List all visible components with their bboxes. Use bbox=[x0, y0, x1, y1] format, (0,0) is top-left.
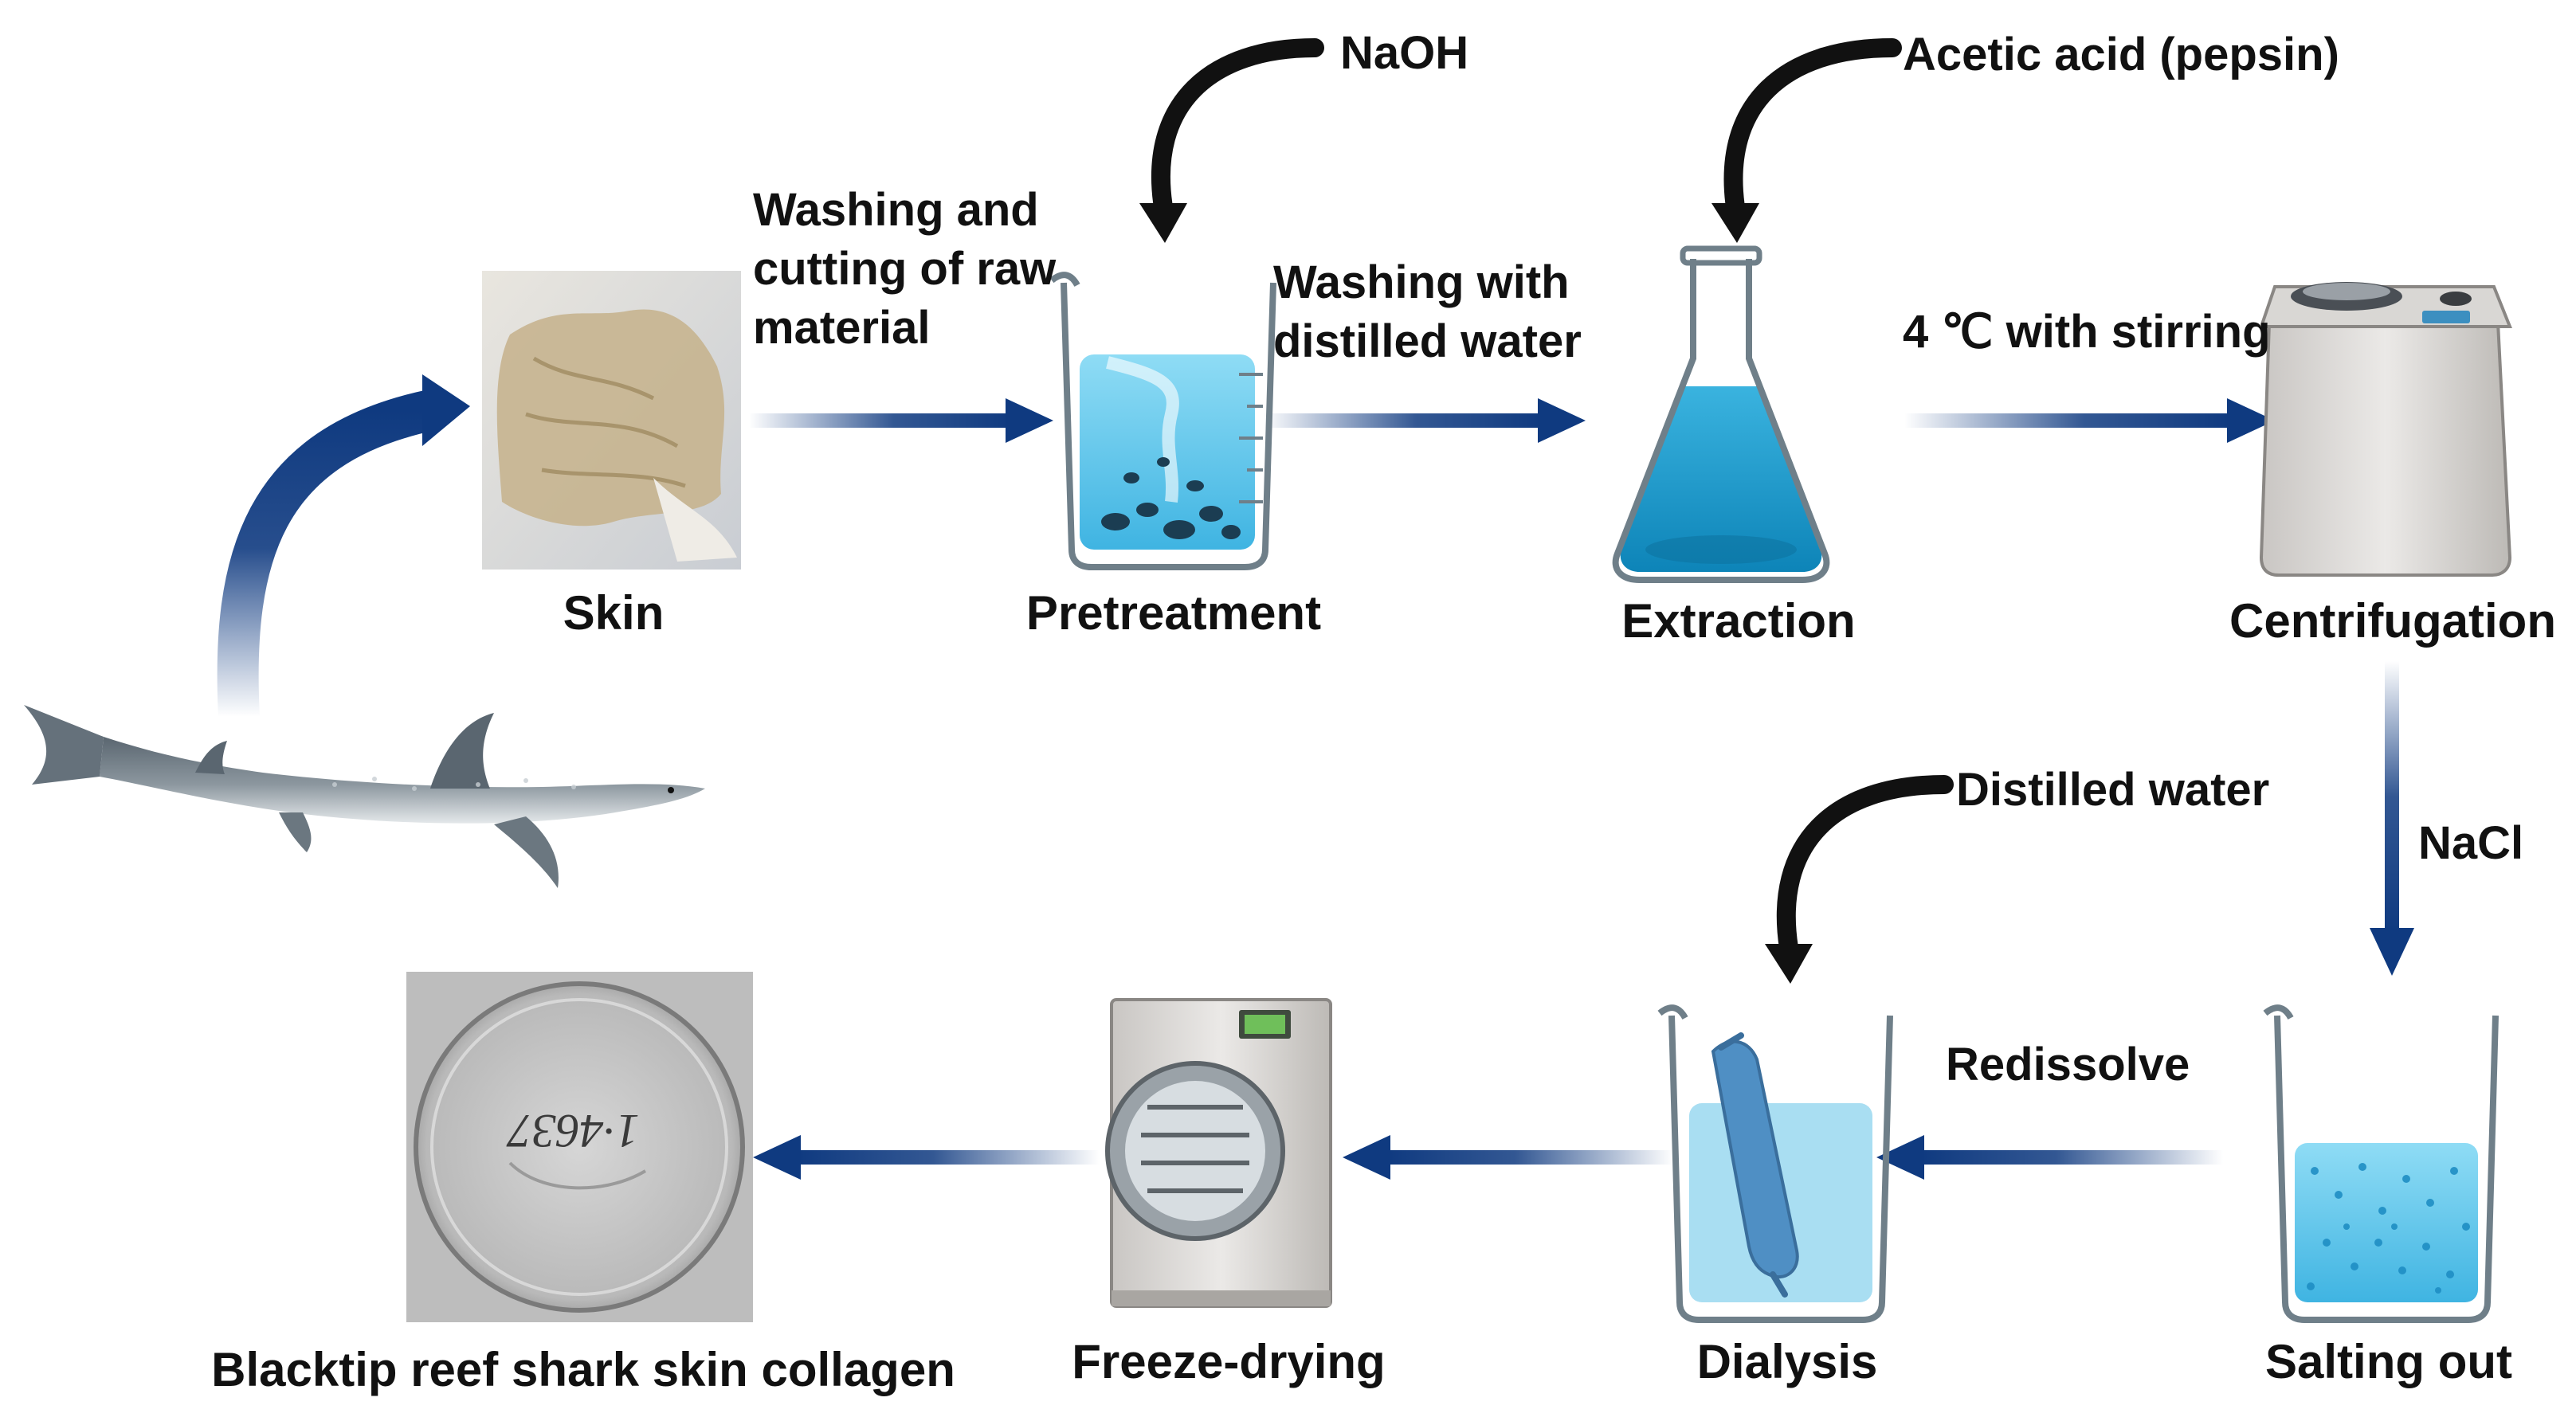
extraction-flask bbox=[1612, 245, 1830, 583]
label-redissolve: Redissolve bbox=[1946, 1039, 2190, 1090]
stage-pretreatment: Pretreatment bbox=[1025, 586, 1322, 640]
stage-salting-out: Salting out bbox=[2265, 1335, 2512, 1388]
pretreatment-beaker bbox=[1049, 272, 1276, 570]
arrow-pretreatment-to-extraction bbox=[1263, 398, 1586, 443]
arrow-salting-to-dialysis bbox=[1876, 1135, 2223, 1180]
dialysis-beaker bbox=[1657, 1004, 1893, 1323]
acetic-acid-arrow bbox=[1711, 38, 1902, 243]
collagen-dish-photo: 1·4637 bbox=[406, 972, 753, 1322]
arrow-shark-to-skin bbox=[217, 374, 470, 718]
centrifuge bbox=[2259, 282, 2512, 577]
freeze-dryer bbox=[1105, 998, 1332, 1308]
distilled-water-arrow bbox=[1765, 775, 1954, 984]
stage-freeze-drying: Freeze-drying bbox=[1072, 1335, 1386, 1388]
stage-skin: Skin bbox=[563, 586, 665, 640]
label-washing-cutting: Washing and cutting of raw material bbox=[753, 184, 1057, 354]
skin-photo bbox=[482, 271, 741, 570]
label-nacl: NaCl bbox=[2418, 817, 2524, 869]
stage-centrifugation: Centrifugation bbox=[2229, 594, 2556, 648]
dish-marking: 1·4637 bbox=[506, 1105, 640, 1157]
reagent-naoh: NaOH bbox=[1340, 27, 1469, 79]
reagent-distilled-water: Distilled water bbox=[1956, 764, 2270, 816]
arrow-centrifugation-to-salting bbox=[2370, 661, 2414, 976]
label-washing-distilled: Washing with distilled water bbox=[1273, 256, 1582, 367]
stage-extraction: Extraction bbox=[1621, 594, 1856, 648]
arrow-dialysis-to-freeze bbox=[1343, 1135, 1673, 1180]
stage-collagen: Blacktip reef shark skin collagen bbox=[211, 1343, 955, 1396]
arrow-extraction-to-centrifugation bbox=[1904, 398, 2275, 443]
salting-out-beaker bbox=[2263, 1004, 2499, 1323]
naoh-arrow bbox=[1139, 38, 1324, 243]
reagent-acetic-acid: Acetic acid (pepsin) bbox=[1903, 29, 2339, 80]
shark-illustration bbox=[24, 705, 705, 888]
label-stirring: 4 ℃ with stirring bbox=[1903, 306, 2271, 358]
stage-dialysis: Dialysis bbox=[1696, 1335, 1878, 1388]
arrow-freeze-to-collagen bbox=[753, 1135, 1100, 1180]
arrow-skin-to-pretreatment bbox=[749, 398, 1053, 443]
